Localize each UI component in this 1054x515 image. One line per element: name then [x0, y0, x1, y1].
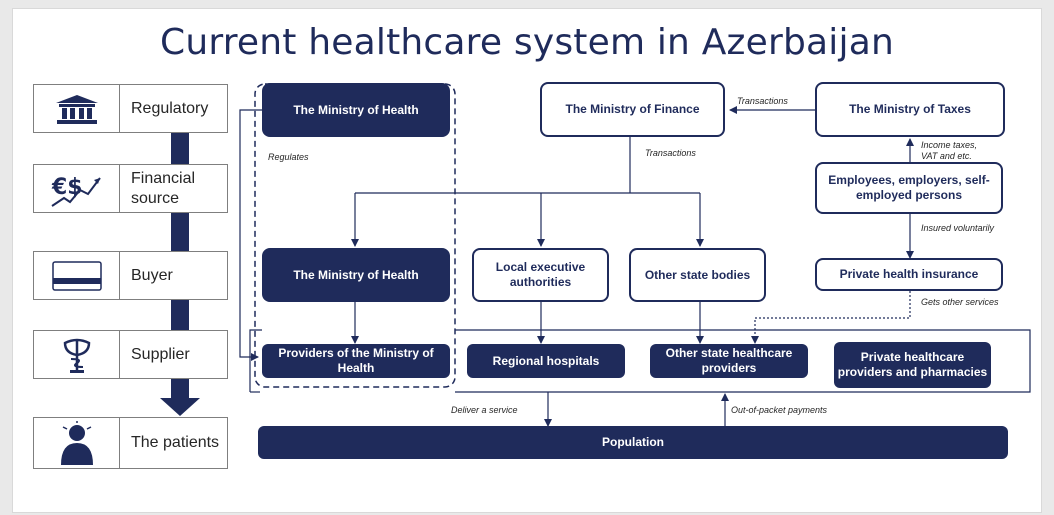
box-moh-buyer: The Ministry of Health	[262, 248, 450, 302]
note-deliver: Deliver a service	[451, 405, 518, 415]
patient-person-icon	[34, 418, 119, 468]
legend-label: Buyer	[131, 266, 173, 284]
note-income-taxes: Income taxes, VAT and etc.	[921, 140, 978, 161]
legend-buyer: Buyer	[33, 251, 228, 300]
note-transactions-mid: Transactions	[645, 148, 696, 158]
box-ministry-of-taxes: The Ministry of Taxes	[815, 82, 1005, 137]
box-regional-hospitals: Regional hospitals	[467, 344, 625, 378]
bank-building-icon	[34, 85, 119, 132]
legend-financial-source: €$ Financial source	[33, 164, 228, 213]
box-providers-moh: Providers of the Ministry of Health	[262, 344, 450, 378]
legend-label: Financial source	[131, 169, 196, 207]
box-moh-regulatory: The Ministry of Health	[262, 83, 450, 137]
box-employees: Employees, employers, self-employed pers…	[815, 162, 1003, 214]
box-population: Population	[258, 426, 1008, 459]
note-out-of-pocket: Out-of-packet payments	[731, 405, 828, 415]
note-regulates: Regulates	[268, 152, 309, 162]
legend-label: Supplier	[131, 345, 190, 363]
note-gets-other: Gets other services	[921, 297, 999, 307]
note-transactions-top: Transactions	[737, 96, 788, 106]
box-ministry-of-finance: The Ministry of Finance	[540, 82, 725, 137]
legend-patients: The patients	[33, 417, 228, 469]
payment-card-icon	[34, 252, 119, 299]
box-private-insurance: Private health insurance	[815, 258, 1003, 291]
svg-text:€$: €$	[51, 175, 83, 200]
box-other-state-bodies: Other state bodies	[629, 248, 766, 302]
legend-supplier: Supplier	[33, 330, 228, 379]
box-local-executive: Local executive authorities	[472, 248, 609, 302]
legend-label: The patients	[131, 434, 220, 451]
box-other-providers: Other state healthcare providers	[650, 344, 808, 378]
slide-title: Current healthcare system in Azerbaijan	[160, 22, 894, 63]
pharmacy-caduceus-icon	[34, 331, 119, 378]
legend-regulatory: Regulatory	[33, 84, 228, 133]
note-insured: Insured voluntarily	[921, 223, 995, 233]
supplier-frame	[455, 329, 1031, 393]
legend-flow-arrowhead	[160, 398, 200, 416]
legend-label: Regulatory	[131, 99, 209, 117]
box-private-providers: Private healthcare providers and pharmac…	[834, 342, 991, 388]
currency-growth-icon: €$	[34, 165, 119, 212]
